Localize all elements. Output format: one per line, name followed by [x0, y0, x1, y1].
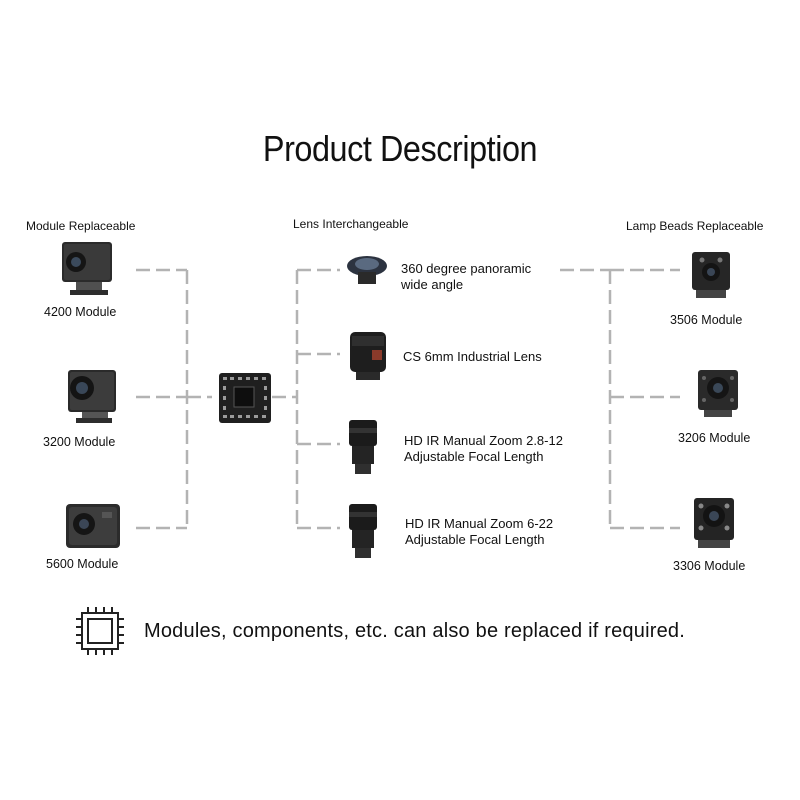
module-3206-image	[698, 370, 738, 417]
module-3506-label: 3506 Module	[670, 313, 743, 327]
lens-panoramic-image	[347, 256, 387, 284]
modules-heading: Module Replaceable	[26, 219, 136, 233]
module-4200-image	[62, 242, 112, 295]
module-5600-label: 5600 Module	[46, 557, 119, 571]
lenses-heading: Lens Interchangeable	[293, 217, 409, 231]
main-board-image	[219, 373, 271, 423]
lens-zoom-622-line2: Adjustable Focal Length	[405, 532, 545, 547]
module-3506-image	[692, 252, 730, 298]
replacement-note: Modules, components, etc. can also be re…	[144, 620, 685, 642]
module-5600-image	[66, 504, 120, 548]
module-3200-label: 3200 Module	[43, 435, 116, 449]
lens-zoom-2812-label: HD IR Manual Zoom 2.8-12 Adjustable Foca…	[404, 433, 563, 465]
lens-cs6mm-label: CS 6mm Industrial Lens	[403, 349, 542, 365]
lens-panoramic-line1: 360 degree panoramic	[401, 261, 532, 276]
lamps-heading: Lamp Beads Replaceable	[626, 219, 764, 233]
lens-zoom-622-line1: HD IR Manual Zoom 6-22	[405, 516, 554, 531]
lens-zoom-2812-line1: HD IR Manual Zoom 2.8-12	[404, 433, 563, 448]
module-3306-label: 3306 Module	[673, 559, 746, 573]
lens-panoramic-label: 360 degree panoramic wide angle	[401, 261, 531, 293]
chip-icon	[76, 607, 124, 655]
module-3206-label: 3206 Module	[678, 431, 751, 445]
module-4200-label: 4200 Module	[44, 305, 117, 319]
module-3306-image	[694, 498, 734, 548]
lens-zoom-2812-line2: Adjustable Focal Length	[404, 449, 544, 464]
lens-panoramic-line2: wide angle	[401, 277, 464, 292]
lens-cs6mm-line1: CS 6mm Industrial Lens	[403, 349, 542, 364]
lens-zoom-2812-image	[349, 420, 377, 474]
page-title: Product Description	[262, 128, 538, 169]
lens-cs6mm-image	[350, 332, 386, 380]
lens-zoom-622-image	[349, 504, 377, 558]
lens-zoom-622-label: HD IR Manual Zoom 6-22 Adjustable Focal …	[405, 516, 553, 548]
module-3200-image	[68, 370, 116, 423]
